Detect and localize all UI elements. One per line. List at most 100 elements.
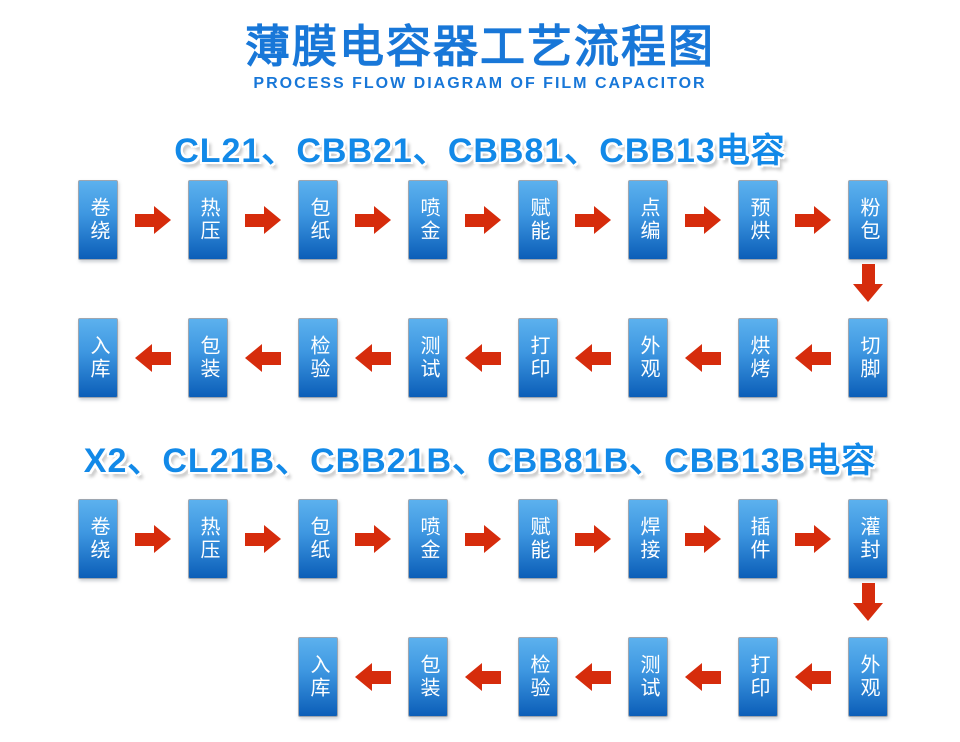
arrow-body [861, 583, 875, 603]
arrow-head [594, 525, 611, 553]
arrow-body [482, 351, 501, 365]
section-heading-x2: X2、CL21B、CBB21B、CBB81B、CBB13B电容 [83, 442, 877, 480]
step-label: 赋能 [527, 197, 549, 243]
arrow-body [795, 213, 814, 227]
step-label: 卷绕 [87, 197, 109, 243]
arrow-head [685, 344, 702, 372]
flow-step-box: 检验 [298, 318, 338, 398]
arrow-head [355, 344, 372, 372]
arrow-down-icon [853, 264, 883, 302]
arrow-body [372, 670, 391, 684]
arrow-body [685, 532, 704, 546]
arrow-head [245, 344, 262, 372]
flow-step-box: 赋能 [518, 499, 558, 579]
arrow-head [853, 603, 883, 621]
flow-step-box: 入库 [78, 318, 118, 398]
arrow-right-icon [448, 206, 518, 234]
step-label: 切脚 [857, 335, 879, 381]
arrow-head [795, 663, 812, 691]
arrow-right-icon [668, 525, 738, 553]
flow-step-box: 检验 [518, 637, 558, 717]
flow-step-box: 卷绕 [78, 180, 118, 260]
flow-step-box: 打印 [738, 637, 778, 717]
arrow-left-icon [668, 344, 738, 372]
arrow-head [484, 525, 501, 553]
arrow-left-icon [118, 344, 188, 372]
arrow-body [152, 351, 171, 365]
arrow-body [861, 264, 875, 284]
step-label: 入库 [87, 335, 109, 381]
arrow-right-icon [338, 525, 408, 553]
step-label: 热压 [197, 516, 219, 562]
arrow-head [374, 525, 391, 553]
flow-step-box: 喷金 [408, 180, 448, 260]
arrow-head [575, 663, 592, 691]
arrow-left-icon [778, 663, 848, 691]
step-label: 热压 [197, 197, 219, 243]
flow-step-box: 灌封 [848, 499, 888, 579]
step-label: 打印 [527, 335, 549, 381]
arrow-head [795, 344, 812, 372]
arrow-right-icon [778, 206, 848, 234]
arrow-left-icon [558, 663, 628, 691]
step-label: 包纸 [307, 197, 329, 243]
step-label: 入库 [307, 654, 329, 700]
step-label: 插件 [747, 516, 769, 562]
arrow-right-icon [118, 206, 188, 234]
arrow-body [262, 351, 281, 365]
arrow-body [812, 670, 831, 684]
step-label: 包装 [197, 335, 219, 381]
arrow-left-icon [448, 344, 518, 372]
step-label: 粉包 [857, 197, 879, 243]
step-label: 包装 [417, 654, 439, 700]
arrow-body [245, 213, 264, 227]
flow-step-box: 粉包 [848, 180, 888, 260]
arrow-head [264, 206, 281, 234]
arrow-body [372, 351, 391, 365]
flow-step-box: 预烘 [738, 180, 778, 260]
arrow-right-icon [338, 206, 408, 234]
arrow-right-icon [778, 525, 848, 553]
step-label: 打印 [747, 654, 769, 700]
arrow-head [355, 663, 372, 691]
step-label: 焊接 [637, 516, 659, 562]
arrow-left-icon [338, 663, 408, 691]
step-label: 预烘 [747, 197, 769, 243]
arrow-right-icon [228, 525, 298, 553]
arrow-right-icon [558, 206, 628, 234]
arrow-right-icon [118, 525, 188, 553]
flow-row-section1-return: 入库 包装 检验 测试 打印 外观 烘烤 切脚 [78, 318, 888, 398]
flow-step-box: 打印 [518, 318, 558, 398]
arrow-head [594, 206, 611, 234]
step-label: 烘烤 [747, 335, 769, 381]
arrow-head [154, 525, 171, 553]
arrow-body [702, 670, 721, 684]
arrow-head [264, 525, 281, 553]
flow-step-box: 外观 [848, 637, 888, 717]
flow-step-box: 热压 [188, 180, 228, 260]
arrow-left-icon [228, 344, 298, 372]
flow-step-box: 点编 [628, 180, 668, 260]
flow-step-box: 包装 [408, 637, 448, 717]
arrow-head [704, 206, 721, 234]
arrow-left-icon [338, 344, 408, 372]
arrow-head [465, 344, 482, 372]
arrow-body [795, 532, 814, 546]
flow-step-box: 烘烤 [738, 318, 778, 398]
arrow-body [592, 351, 611, 365]
arrow-body [702, 351, 721, 365]
arrow-left-icon [558, 344, 628, 372]
flow-step-box: 焊接 [628, 499, 668, 579]
arrow-head [704, 525, 721, 553]
arrow-body [465, 213, 484, 227]
step-label: 点编 [637, 197, 659, 243]
flow-step-box: 测试 [628, 637, 668, 717]
arrow-head [374, 206, 391, 234]
arrow-right-icon [228, 206, 298, 234]
arrow-head [484, 206, 501, 234]
arrow-head [814, 206, 831, 234]
flow-step-box: 喷金 [408, 499, 448, 579]
flow-row-section2-forward: 卷绕 热压 包纸 喷金 赋能 焊接 插件 灌封 [78, 499, 888, 579]
arrow-right-icon [448, 525, 518, 553]
arrow-body [355, 532, 374, 546]
